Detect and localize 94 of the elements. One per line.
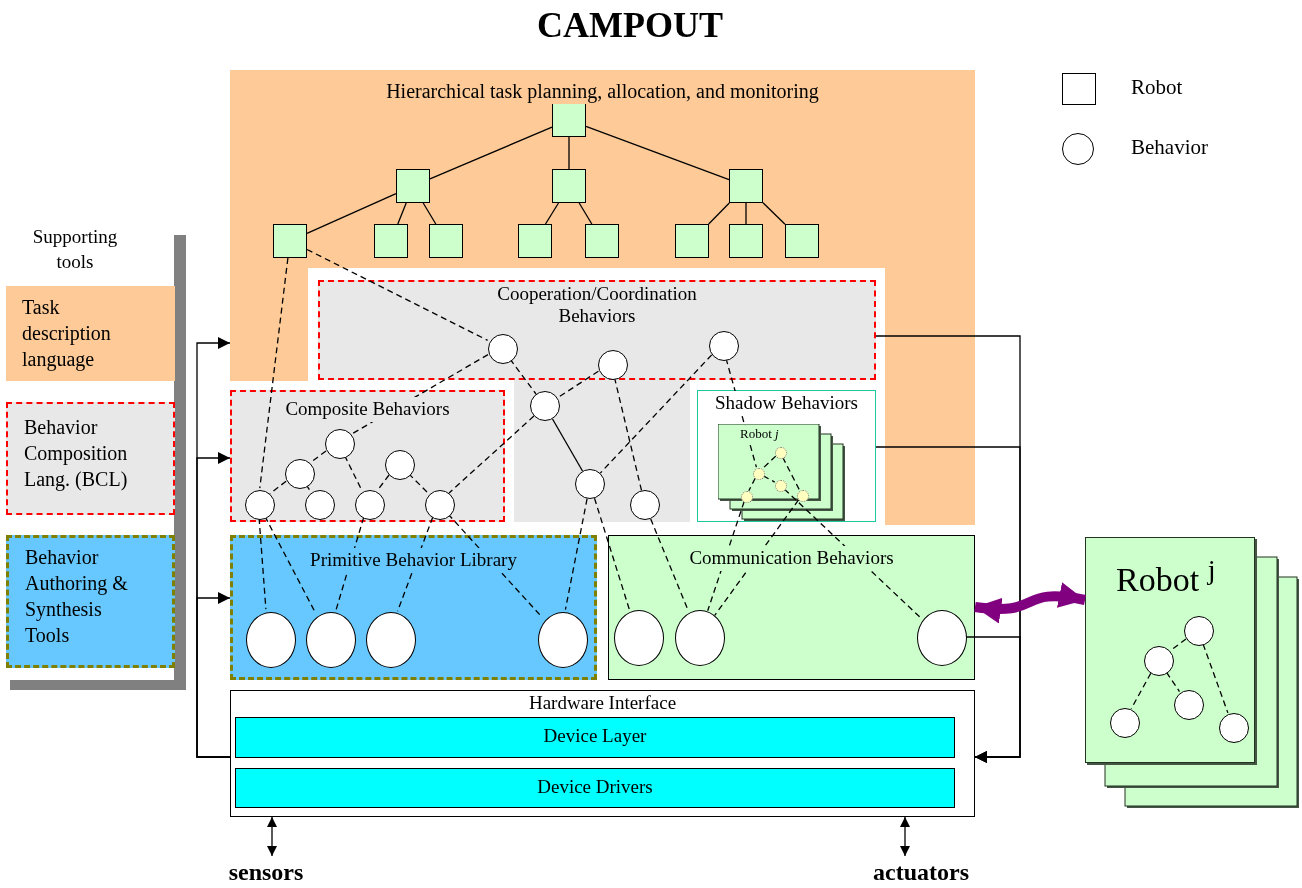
group-title: Communication Behaviors — [687, 546, 896, 571]
behavior-circle — [425, 490, 455, 520]
connector-line — [762, 202, 786, 225]
dashed-connector — [564, 498, 588, 611]
behavior-circle — [709, 331, 739, 361]
device-bar — [235, 717, 955, 758]
dashed-connector — [783, 488, 923, 620]
connector-line — [745, 202, 747, 225]
dashed-connector — [782, 456, 800, 491]
task-square — [675, 224, 709, 258]
behavior-circle — [538, 612, 588, 668]
dashed-connector — [761, 455, 777, 470]
dashed-connector — [1130, 672, 1152, 710]
legend-label: Robot — [1131, 75, 1183, 100]
connector-line — [708, 202, 730, 225]
connector-line — [568, 136, 570, 170]
behavior-circle — [385, 450, 415, 480]
connector-line — [422, 202, 437, 225]
behavior-circle — [675, 610, 725, 666]
behavior-circle — [1184, 616, 1214, 646]
behavior-circle — [598, 350, 628, 380]
connector-line — [585, 125, 730, 181]
group-title: Composite Behaviors — [283, 397, 452, 422]
behavior-circle — [305, 490, 335, 520]
dashed-connector — [762, 475, 776, 483]
robot-card-stack — [1085, 537, 1255, 763]
task-square — [273, 224, 307, 258]
dashed-connector — [707, 501, 745, 612]
shadow-behaviors-box — [697, 390, 876, 522]
diagram-title: CAMPOUT — [536, 4, 724, 46]
connector-line — [397, 202, 407, 225]
connector-line — [429, 126, 553, 180]
behavior-circle — [285, 459, 315, 489]
communication-box — [608, 535, 975, 680]
task-square — [729, 224, 763, 258]
library-box — [230, 535, 597, 680]
dashed-connector — [748, 477, 756, 492]
tool-box — [6, 535, 175, 668]
legend-label: Behavior — [1131, 135, 1208, 160]
task-square — [429, 224, 463, 258]
dashed-connector — [350, 353, 489, 436]
connector-line — [544, 202, 560, 225]
io-label: actuators — [860, 856, 982, 888]
connector-line — [578, 202, 593, 225]
connector-line — [306, 192, 397, 235]
arrow — [965, 636, 1021, 763]
group-title: Primitive Behavior Library — [308, 548, 519, 573]
behavior-circle — [355, 490, 385, 520]
planning-layer — [230, 70, 975, 525]
task-square — [552, 169, 586, 203]
group-title: Cooperation/Coordination Behaviors — [496, 283, 698, 327]
robot-card-stack — [718, 424, 846, 522]
behavior-circle — [1144, 646, 1174, 676]
task-square — [552, 103, 586, 137]
behavior-group — [318, 280, 876, 380]
task-square — [785, 224, 819, 258]
dashed-connector — [593, 497, 631, 612]
behavior-circle — [366, 612, 416, 668]
hardware-interface-box — [230, 690, 975, 817]
dashed-connector — [306, 248, 489, 341]
behavior-circle — [488, 334, 518, 364]
task-square — [729, 169, 763, 203]
task-square — [518, 224, 552, 258]
double-arrow — [974, 582, 1086, 623]
behavior-circle — [917, 610, 967, 666]
double-arrow — [267, 816, 277, 857]
dashed-connector — [448, 415, 535, 494]
behavior-circle — [306, 612, 356, 668]
task-square — [374, 224, 408, 258]
behavior-circle — [325, 429, 355, 459]
connector-line — [551, 418, 584, 472]
dashed-connector — [258, 517, 267, 610]
group-title: Shadow Behaviors — [713, 391, 860, 416]
behavior-circle — [614, 610, 664, 666]
dashed-connector — [335, 516, 365, 612]
tool-box — [6, 286, 175, 381]
task-square — [585, 224, 619, 258]
behavior-circle — [1110, 708, 1140, 738]
dashed-connector — [1202, 643, 1229, 714]
device-bar — [235, 768, 955, 808]
tool-box — [6, 402, 175, 515]
dashed-connector — [714, 499, 800, 616]
dashed-connector — [1165, 671, 1181, 693]
dashed-connector — [259, 257, 289, 489]
io-label: sensors — [220, 856, 312, 888]
arrow — [196, 592, 231, 758]
behavior-circle — [245, 490, 275, 520]
dashed-connector — [509, 358, 537, 395]
task-square — [396, 169, 430, 203]
behavior-circle — [1174, 690, 1204, 720]
behavior-circle — [246, 612, 296, 668]
dashed-connector — [599, 354, 713, 474]
double-arrow — [900, 816, 910, 857]
behavior-group — [230, 390, 505, 522]
